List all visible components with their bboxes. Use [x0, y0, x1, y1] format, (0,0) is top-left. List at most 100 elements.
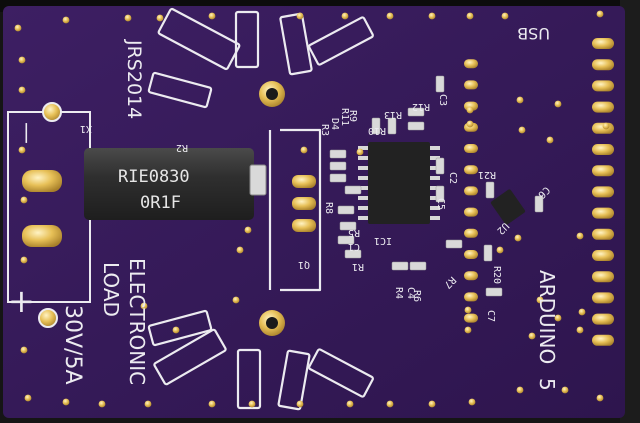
refdes-r8: R8 — [323, 202, 334, 214]
via — [428, 12, 436, 20]
refdes-r1: R1 — [352, 261, 364, 272]
resistor-marking-line1: RIE0830 — [118, 167, 190, 187]
via — [528, 332, 536, 340]
refdes-r2: R2 — [176, 142, 188, 153]
via — [466, 12, 474, 20]
via — [144, 400, 152, 408]
header-pad — [592, 313, 614, 325]
rating-label: 30V/5A — [60, 305, 85, 385]
header-pad — [464, 80, 478, 90]
refdes-q1: Q1 — [298, 259, 310, 270]
via — [208, 400, 216, 408]
title-line-2: LOAD — [99, 262, 123, 317]
via — [576, 232, 584, 240]
author-label: JRS2014 — [123, 39, 145, 119]
refdes-c3: C3 — [437, 94, 448, 106]
via — [156, 14, 164, 22]
via — [296, 12, 304, 20]
u2-chip — [490, 189, 526, 225]
via — [514, 234, 522, 242]
refdes-r10: R10 — [368, 125, 386, 136]
via — [496, 246, 504, 254]
via — [602, 122, 610, 130]
heatsink-outline — [147, 7, 374, 411]
header-pad — [464, 250, 478, 259]
via — [20, 196, 28, 204]
via — [596, 10, 604, 18]
header-pad — [592, 250, 614, 261]
header-pads — [464, 38, 614, 346]
header-pad — [592, 271, 614, 283]
header-pad — [464, 59, 478, 69]
refdes-r6: R6 — [411, 290, 422, 302]
via — [468, 398, 476, 406]
header-pad — [464, 186, 478, 196]
via — [596, 394, 604, 402]
q1-pads — [292, 175, 316, 232]
via — [341, 12, 349, 20]
via — [516, 96, 524, 104]
refdes-r9: R9 — [347, 110, 358, 122]
via — [518, 126, 526, 134]
resistor-marking-line2: 0R1F — [140, 193, 181, 213]
header-pad — [592, 38, 614, 49]
via — [546, 136, 554, 144]
via — [386, 12, 394, 20]
refdes-r4: R4 — [393, 287, 404, 299]
via — [516, 386, 524, 394]
title-line-1: ELECTRONIC — [125, 258, 149, 385]
minus-sign: — — [14, 122, 39, 144]
via — [346, 400, 354, 408]
header-pad — [464, 165, 478, 175]
via — [20, 256, 28, 264]
header-pad — [464, 207, 478, 217]
via — [561, 386, 569, 394]
via — [296, 400, 304, 408]
via — [62, 398, 70, 406]
silkscreen-labels: JRS2014 ELECTRONIC LOAD 30V/5A USB ARDUI… — [8, 24, 559, 391]
via — [576, 326, 584, 334]
ic1-chip — [358, 142, 440, 224]
via — [232, 296, 240, 304]
via — [466, 120, 474, 128]
header-pad — [592, 207, 614, 219]
via — [554, 314, 562, 322]
shunt-resistor: RIE0830 0R1F — [84, 148, 267, 220]
refdes-d4: D4 — [329, 118, 340, 130]
via — [536, 296, 544, 304]
via — [24, 394, 32, 402]
refdes-c4: C4 — [405, 287, 416, 299]
refdes-r5: R5 — [348, 227, 360, 238]
refdes-r13: R13 — [384, 109, 402, 120]
smd-passives — [329, 75, 544, 297]
via — [14, 24, 22, 32]
arduino-label: ARDUINO — [535, 270, 559, 364]
refdes-x1: X1 — [80, 123, 92, 134]
via — [140, 302, 148, 310]
mount-holes — [259, 81, 285, 336]
refdes-r21: R21 — [478, 169, 496, 180]
refdes-ic1: IC1 — [374, 235, 392, 246]
via — [62, 16, 70, 24]
header-pad — [592, 334, 614, 346]
via — [18, 146, 26, 154]
refdes-r3: R3 — [319, 124, 330, 136]
refdes-c5: C5 — [435, 198, 446, 210]
via — [20, 346, 28, 354]
via — [464, 306, 472, 314]
usb-label: USB — [517, 24, 550, 43]
via — [501, 12, 509, 20]
header-pad — [592, 80, 614, 92]
via — [386, 400, 394, 408]
vias — [14, 10, 610, 408]
via — [18, 56, 26, 64]
header-pad — [464, 271, 478, 281]
header-pad — [592, 165, 614, 177]
refdes-c1: C1 — [348, 241, 360, 252]
via — [124, 14, 132, 22]
via — [172, 326, 180, 334]
header-pad — [592, 59, 614, 71]
via — [98, 400, 106, 408]
header-pad — [464, 313, 478, 323]
